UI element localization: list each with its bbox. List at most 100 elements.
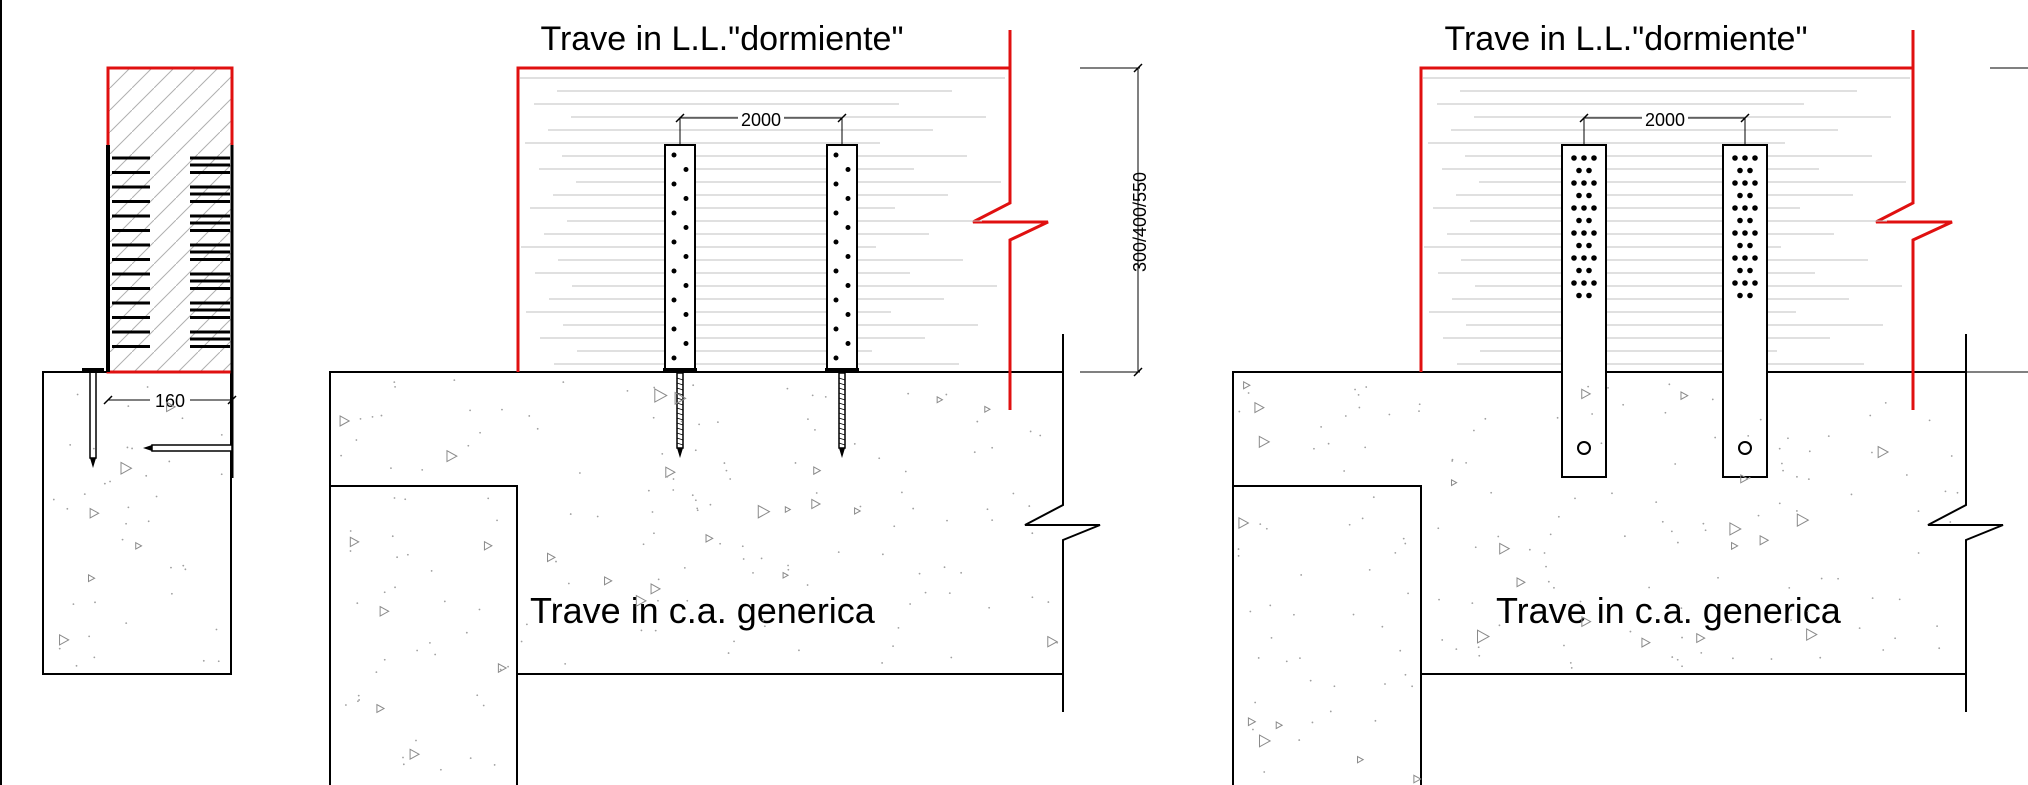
aggregate-dot bbox=[696, 507, 699, 510]
nail-hole bbox=[1576, 167, 1582, 174]
aggregate-dot bbox=[1871, 597, 1874, 600]
aggregate-dot bbox=[596, 611, 599, 614]
aggregate-dot bbox=[1365, 386, 1368, 388]
aggregate-dot bbox=[1498, 624, 1501, 627]
aggregate-dot bbox=[1313, 447, 1315, 450]
aggregate-dot bbox=[1257, 657, 1260, 659]
concrete-beam-label-right: Trave in c.a. generica bbox=[1496, 590, 1842, 631]
nail-hole bbox=[671, 152, 677, 158]
timber-break-line-right bbox=[1875, 30, 1953, 410]
aggregate-triangle bbox=[59, 634, 70, 646]
aggregate-triangle bbox=[135, 541, 143, 550]
aggregate-triangle bbox=[1258, 734, 1272, 748]
nail-hole bbox=[1747, 292, 1753, 299]
aggregate-dot bbox=[469, 409, 471, 412]
aggregate-dot bbox=[1399, 649, 1402, 652]
aggregate-dot bbox=[1869, 414, 1872, 417]
aggregate-dot bbox=[1031, 596, 1034, 599]
nail-hole bbox=[833, 239, 839, 245]
elevation-view-left: Trave in L.L."dormiente" 2000 300/400/55… bbox=[329, 20, 1150, 785]
nail-hole bbox=[1571, 280, 1577, 286]
aggregate-triangle bbox=[446, 449, 458, 463]
nail-hole bbox=[1591, 205, 1597, 211]
aggregate-dot bbox=[1299, 657, 1301, 660]
aggregate-dot bbox=[345, 704, 347, 706]
aggregate-dot bbox=[1441, 639, 1444, 641]
aggregate-dot bbox=[1820, 577, 1823, 580]
aggregate-dot bbox=[76, 393, 79, 396]
aggregate-dot bbox=[640, 629, 643, 632]
aggregate-dot bbox=[125, 622, 128, 625]
aggregate-dot bbox=[786, 387, 789, 390]
aggregate-dot bbox=[1418, 403, 1421, 406]
section-nails bbox=[112, 156, 230, 348]
aggregate-dot bbox=[553, 602, 555, 605]
screw-thread bbox=[676, 402, 684, 406]
nail-hole bbox=[1586, 167, 1592, 174]
aggregate-dot bbox=[93, 656, 96, 659]
screw-thread bbox=[676, 377, 684, 381]
nail-hole bbox=[833, 268, 839, 274]
nail-hole bbox=[833, 152, 839, 158]
nail-hole bbox=[1571, 230, 1577, 236]
aggregate-dot bbox=[1928, 419, 1931, 422]
nail-hole bbox=[1742, 205, 1748, 211]
aggregate-dot bbox=[653, 532, 655, 535]
plate-base bbox=[663, 368, 697, 373]
nail-hole bbox=[1581, 255, 1587, 261]
aggregate-dot bbox=[1917, 552, 1920, 554]
screw-thread bbox=[676, 417, 684, 421]
aggregate-dot bbox=[1808, 450, 1811, 453]
aggregate-dot bbox=[220, 473, 223, 476]
nail-hole bbox=[671, 355, 677, 361]
aggregate-triangle bbox=[547, 552, 556, 563]
aggregate-dot bbox=[1949, 521, 1952, 523]
nail-hole bbox=[1747, 217, 1753, 224]
screw-thread bbox=[838, 402, 846, 406]
aggregate-dot bbox=[429, 641, 431, 644]
nail-hole bbox=[1591, 230, 1597, 236]
aggregate-dot bbox=[680, 420, 683, 423]
nail-hole bbox=[845, 341, 851, 346]
aggregate-dot bbox=[358, 699, 361, 701]
nail-hole bbox=[1742, 255, 1748, 261]
screw-thread bbox=[838, 377, 846, 381]
aggregate-dot bbox=[390, 467, 392, 470]
aggregate-dot bbox=[469, 757, 472, 760]
nail-hole bbox=[683, 225, 689, 230]
aggregate-triangle bbox=[166, 401, 177, 413]
aggregate-dot bbox=[66, 507, 69, 510]
aggregate-dot bbox=[1298, 739, 1301, 741]
aggregate-dot bbox=[1819, 656, 1822, 659]
aggregate-dot bbox=[528, 415, 531, 417]
aggregate-triangle bbox=[1581, 388, 1592, 400]
aggregate-triangle bbox=[87, 574, 96, 583]
nail-hole bbox=[1571, 255, 1577, 261]
aggregate-triangle bbox=[1641, 637, 1651, 648]
aggregate-dot bbox=[1327, 442, 1330, 445]
aggregate-dot bbox=[1497, 535, 1500, 538]
aggregate-dot bbox=[1788, 586, 1791, 589]
nail-hole bbox=[1742, 280, 1748, 286]
screw-thread bbox=[676, 412, 684, 416]
nail-hole bbox=[1591, 155, 1597, 161]
aggregate-dot bbox=[355, 439, 358, 441]
aggregate-dot bbox=[1333, 685, 1336, 688]
nail-hole bbox=[845, 167, 851, 172]
aggregate-dot bbox=[1759, 418, 1762, 421]
timber-beam-outline-right bbox=[1419, 66, 1913, 372]
nail-hole bbox=[1576, 267, 1582, 274]
screw-tip bbox=[677, 448, 683, 458]
aggregate-dot bbox=[878, 457, 881, 460]
aggregate-dot bbox=[125, 522, 127, 525]
aggregate-dot bbox=[393, 381, 396, 384]
aggregate-dot bbox=[83, 493, 86, 496]
nail-hole bbox=[1591, 180, 1597, 186]
aggregate-dot bbox=[811, 394, 814, 397]
aggregate-dot bbox=[127, 506, 130, 509]
aggregate-dot bbox=[1702, 522, 1705, 525]
nail-hole bbox=[845, 283, 851, 288]
aggregate-dot bbox=[948, 592, 951, 595]
aggregate-dot bbox=[1950, 455, 1953, 457]
aggregate-dot bbox=[1545, 565, 1547, 568]
